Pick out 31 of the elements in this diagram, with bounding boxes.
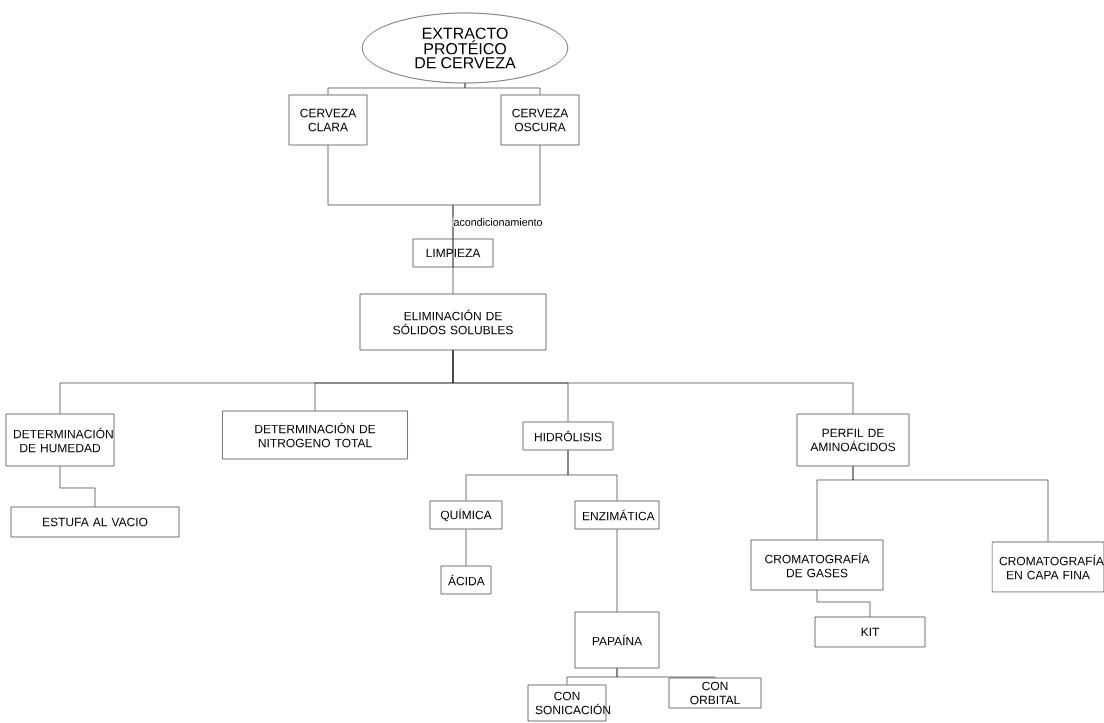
process-box: CROMATOGRAFÍA EN CAPA FINA <box>991 541 1104 593</box>
process-box: ENZIMÁTICA <box>574 500 660 530</box>
connector-line <box>567 450 618 501</box>
ellipse-node: EXTRACTO PROTÉICO DE CERVEZA <box>361 12 569 84</box>
process-box: ELIMINACIÓN DE SÓLIDOS SOLUBLES <box>359 293 547 351</box>
connector-line <box>452 350 854 414</box>
process-box: CON ORBITAL <box>668 677 762 709</box>
connector-line <box>464 83 541 95</box>
connector-line <box>816 590 871 617</box>
process-box: DETERMINACIÓN DE HUMEDAD <box>5 413 115 467</box>
connector-line <box>452 238 454 294</box>
connector-line <box>616 529 618 612</box>
process-box: ÁCIDA <box>440 565 492 595</box>
connector-line <box>616 668 716 678</box>
process-box: ESTUFA AL VACIO <box>10 506 180 538</box>
connector-line <box>452 145 541 239</box>
process-box: CON SONICACIÓN <box>527 684 611 722</box>
process-box: PERFIL DE AMINOÁCIDOS <box>796 413 910 467</box>
process-box: PAPAÍNA <box>574 611 660 669</box>
connector-line <box>465 529 467 566</box>
connector-line <box>59 466 96 507</box>
process-box: DETERMINACIÓN DE NITROGENO TOTAL <box>222 410 408 460</box>
connector-line <box>852 466 1049 542</box>
process-box: CERVEZA CLARA <box>288 94 368 146</box>
process-box: KIT <box>814 616 926 648</box>
process-box: QUÍMICA <box>429 500 503 530</box>
process-box: LIMPIEZA <box>412 238 494 268</box>
edge-label: acondicionamiento <box>452 216 544 228</box>
process-box: HIDRÓLISIS <box>522 421 614 451</box>
process-box: CERVEZA OSCURA <box>500 94 580 146</box>
process-box: CROMATOGRAFÍA DE GASES <box>750 539 884 591</box>
